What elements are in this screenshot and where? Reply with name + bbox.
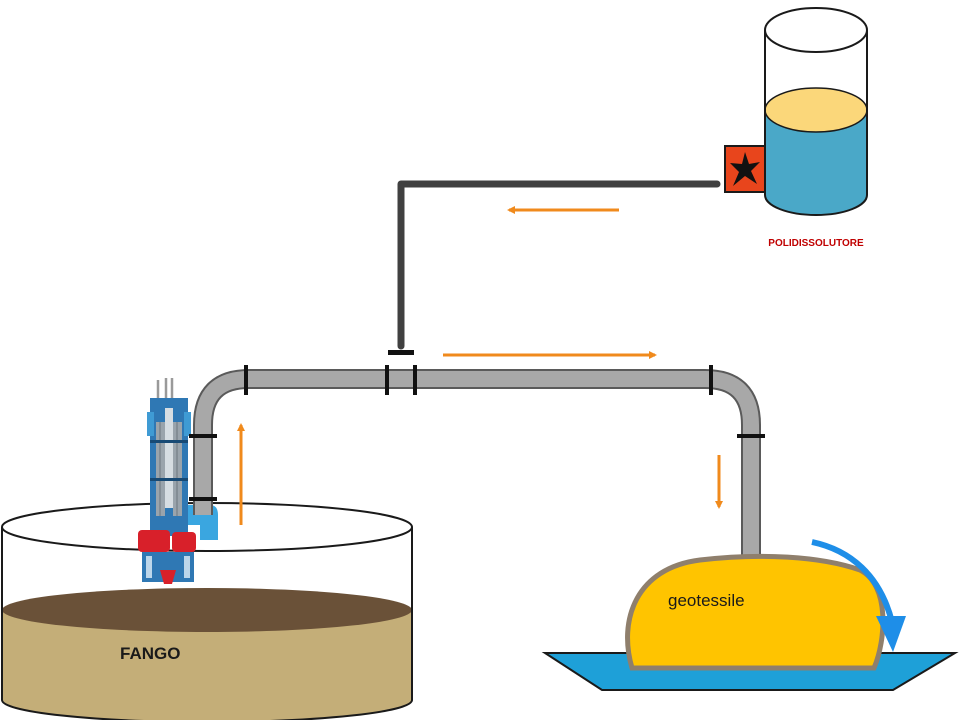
sludge-pipeline	[189, 365, 765, 560]
sludge-label: FANGO	[120, 644, 180, 663]
dissolver-liquid	[765, 110, 867, 215]
dissolver-liquid-surface	[764, 87, 868, 133]
geotextile-unit: geotessile	[541, 539, 959, 691]
sludge-surface	[2, 588, 412, 632]
dissolver-label: POLIDISSOLUTORE	[768, 238, 864, 249]
mixer-motor-icon	[724, 145, 766, 193]
overflow-arrow	[811, 539, 895, 623]
discharge-pipe	[193, 369, 761, 560]
dissolver-tank-wall	[764, 30, 868, 216]
sludge-body	[2, 610, 412, 720]
geotextile-label: geotessile	[668, 591, 745, 610]
tank-walls	[1, 527, 413, 720]
polymer-dissolver: POLIDISSOLUTORE	[724, 7, 868, 249]
pipe-flanges	[189, 365, 765, 501]
injection-tee	[388, 350, 414, 355]
polymer-dosing-line	[388, 180, 721, 355]
flow-arrows	[237, 206, 723, 525]
dissolver-tank-rim	[764, 7, 868, 53]
sludge-tank: FANGO	[1, 502, 413, 720]
geotextile-bag	[625, 553, 886, 671]
submersible-pump-icon	[138, 378, 218, 584]
